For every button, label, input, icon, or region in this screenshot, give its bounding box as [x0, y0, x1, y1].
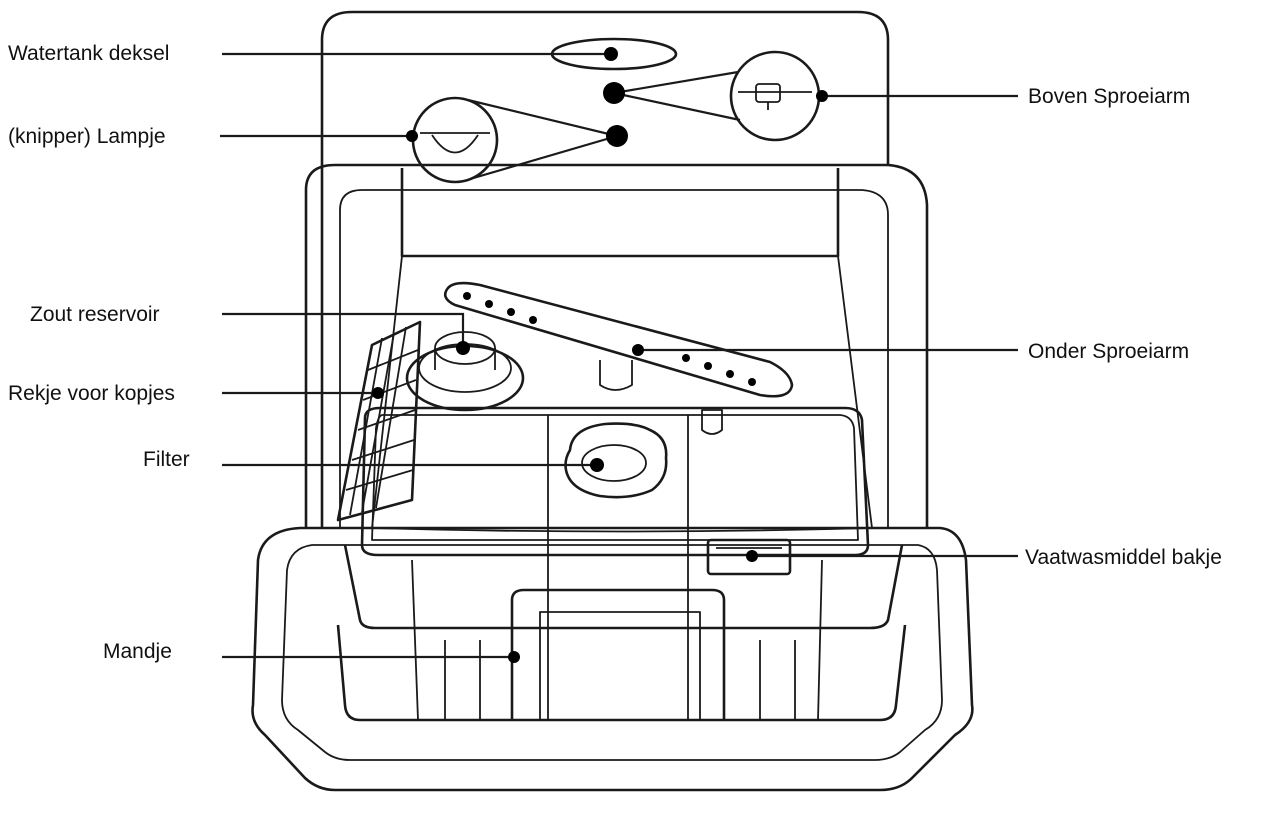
- detergent-box-part: [701, 409, 792, 576]
- label-mandje: Mandje: [103, 640, 172, 663]
- dot-vaatwasmiddel-bakje: [746, 550, 758, 562]
- leader-zout-reservoir: [222, 312, 465, 348]
- label-knipper-lampje: (knipper) Lampje: [8, 125, 166, 148]
- label-onder-sproeiarm: Onder Sproeiarm: [1028, 340, 1189, 363]
- callout-lines: [220, 52, 1018, 659]
- dot-rekje-voor-kopjes: [372, 387, 384, 399]
- dot-lamp: [606, 125, 628, 147]
- dot-upper-spray-arm: [603, 82, 625, 104]
- filter-part: [564, 422, 668, 499]
- basket: [336, 406, 907, 722]
- cup-rack-part: [336, 320, 422, 522]
- dot-boven-sproeiarm: [816, 90, 828, 102]
- upper-spray-arm-zoom-circle: [613, 50, 821, 142]
- label-vaatwasmiddel-bakje: Vaatwasmiddel bakje: [1025, 546, 1222, 569]
- lower-spray-arm-part: [443, 281, 794, 398]
- callout-dots: [372, 47, 828, 663]
- label-boven-sproeiarm: Boven Sproeiarm: [1028, 85, 1190, 108]
- label-zout-reservoir: Zout reservoir: [30, 303, 160, 326]
- dot-watertank-deksel: [604, 47, 618, 61]
- dot-onder-sproeiarm: [632, 344, 644, 356]
- dot-mandje: [508, 651, 520, 663]
- label-rekje-voor-kopjes: Rekje voor kopjes: [8, 382, 175, 405]
- lamp-zoom-circle: [411, 96, 618, 184]
- dot-knipper-lampje: [406, 130, 418, 142]
- dot-filter: [590, 458, 604, 472]
- dishwasher-door: [251, 526, 974, 792]
- label-watertank-deksel: Watertank deksel: [8, 42, 169, 65]
- dot-zout-reservoir: [456, 341, 470, 355]
- dishwasher-body: [304, 10, 929, 533]
- labels: Watertank deksel (knipper) Lampje Zout r…: [8, 42, 1222, 663]
- label-filter: Filter: [143, 448, 190, 471]
